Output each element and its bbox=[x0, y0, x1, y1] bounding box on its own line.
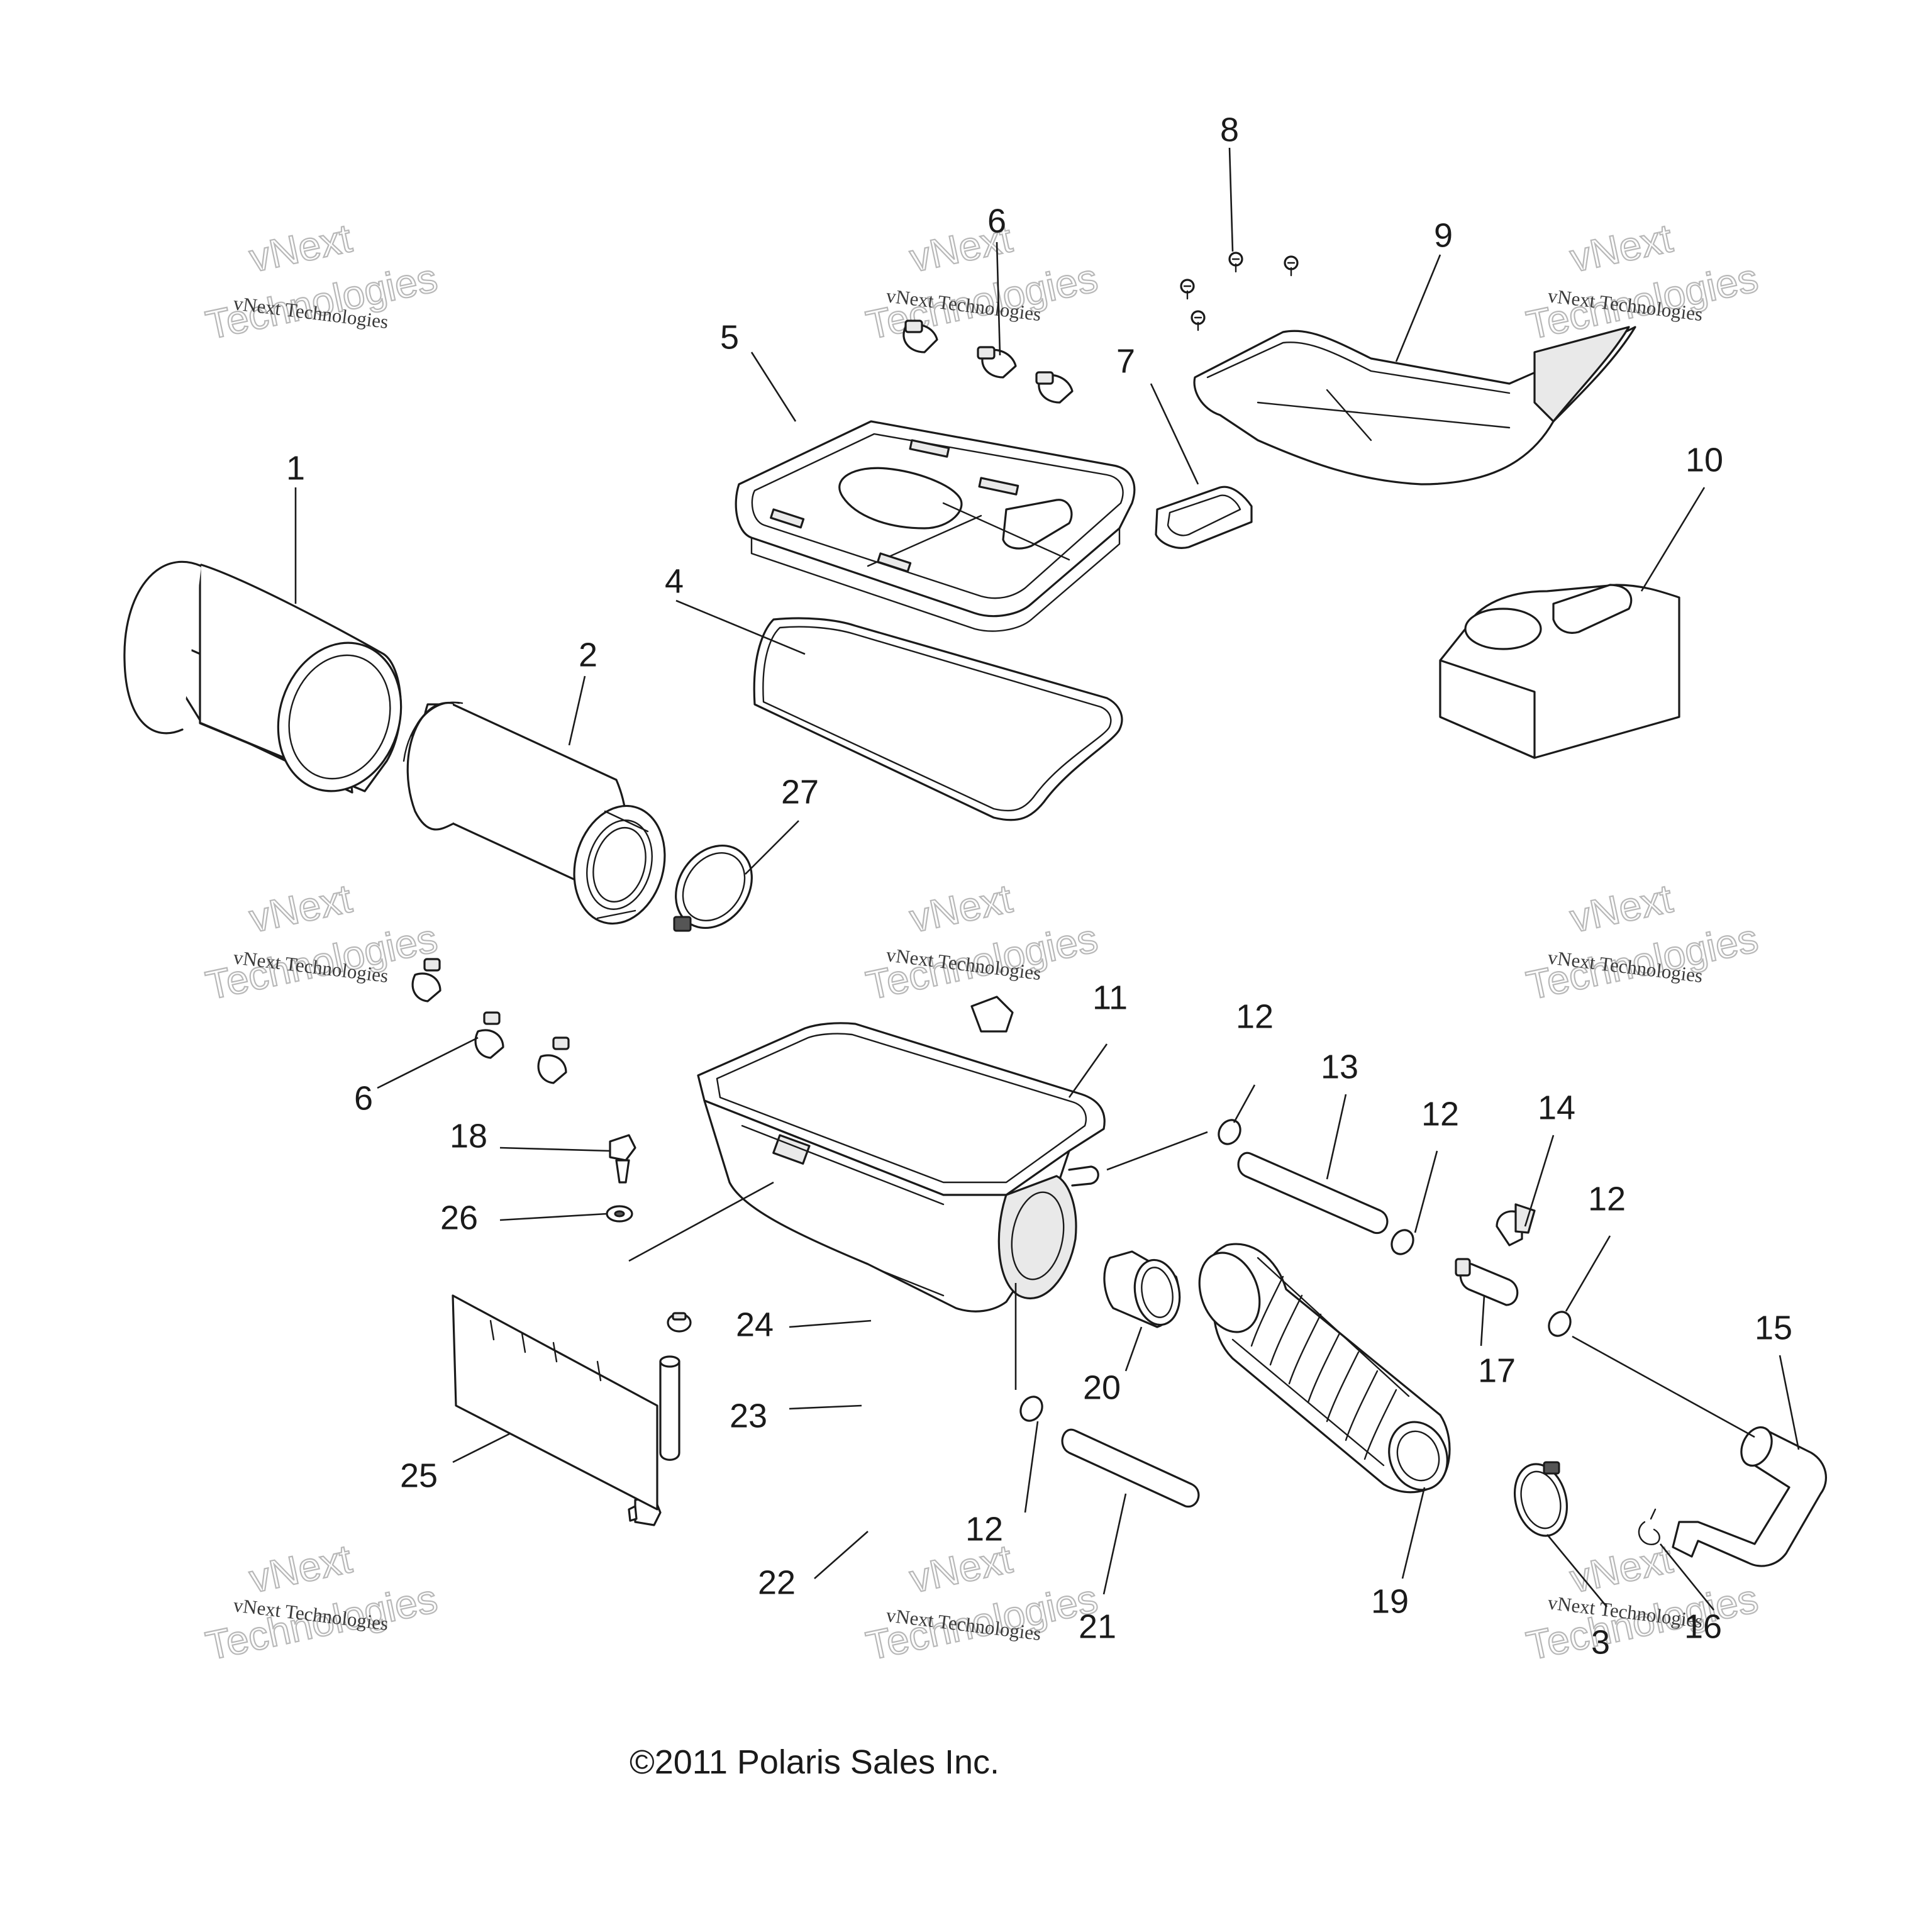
callout-9: 9 bbox=[1434, 216, 1453, 254]
part-6-clips-upper bbox=[902, 319, 1074, 404]
watermark: vNext Technologies bbox=[201, 1535, 442, 1669]
part-25-heat-shield bbox=[452, 1294, 658, 1511]
callout-24: 24 bbox=[736, 1306, 774, 1343]
watermark: vNext Technologies bbox=[201, 875, 442, 1009]
part-16-spring-clip bbox=[1638, 1508, 1660, 1545]
watermark-line1: vNext bbox=[1566, 875, 1676, 941]
part-13-tube bbox=[1237, 1152, 1389, 1235]
part-1-prefilter-sleeve bbox=[123, 560, 402, 794]
callout-19: 19 bbox=[1371, 1582, 1409, 1620]
callout-2: 2 bbox=[579, 636, 597, 674]
callout-12-d: 12 bbox=[965, 1510, 1003, 1548]
part-20-coupler bbox=[1103, 1250, 1181, 1328]
part-11-airbox bbox=[697, 996, 1106, 1313]
part-3-large-clamp bbox=[1513, 1461, 1568, 1537]
watermark-line1: vNext bbox=[245, 875, 355, 941]
part-10-foam-block bbox=[1439, 584, 1680, 759]
callout-10: 10 bbox=[1685, 441, 1723, 479]
watermark-line1: vNext bbox=[906, 875, 1016, 941]
watermark: vNext Technologies bbox=[1522, 875, 1763, 1009]
callout-7: 7 bbox=[1116, 342, 1135, 380]
watermark: vNext Technologies bbox=[201, 214, 442, 348]
callout-23: 23 bbox=[730, 1397, 767, 1435]
part-17-valve bbox=[1455, 1258, 1519, 1306]
part-9-intake-duct bbox=[1193, 326, 1636, 486]
watermark-line1: vNext bbox=[245, 1536, 355, 1601]
watermark: vNext Technologies bbox=[1522, 214, 1763, 348]
part-8-screws bbox=[1180, 252, 1299, 331]
callout-8: 8 bbox=[1220, 111, 1239, 148]
part-21-tube bbox=[1061, 1428, 1200, 1508]
part-12-clamps bbox=[1019, 1119, 1572, 1422]
callout-22: 22 bbox=[758, 1563, 796, 1601]
part-6-clips-lower bbox=[411, 958, 570, 1084]
callout-4: 4 bbox=[665, 562, 684, 600]
watermark-line1: vNext bbox=[245, 215, 355, 280]
callout-5: 5 bbox=[720, 318, 739, 356]
callout-20: 20 bbox=[1083, 1368, 1121, 1406]
part-5-airbox-cover bbox=[735, 420, 1136, 632]
callout-27: 27 bbox=[781, 773, 819, 811]
callout-17: 17 bbox=[1478, 1352, 1516, 1389]
part-27-hose-clamp bbox=[673, 844, 753, 932]
callout-25: 25 bbox=[400, 1457, 438, 1494]
part-7-plate bbox=[1155, 486, 1253, 549]
part-4-gasket bbox=[753, 617, 1123, 821]
watermark-line1: vNext bbox=[1566, 215, 1676, 280]
part-18-bolt bbox=[609, 1134, 636, 1184]
callout-12-c: 12 bbox=[1588, 1180, 1626, 1218]
callout-21: 21 bbox=[1079, 1607, 1116, 1645]
part-26-washer bbox=[606, 1205, 633, 1223]
part-23-tube bbox=[659, 1355, 680, 1461]
watermark-line1: vNext bbox=[1566, 1536, 1676, 1601]
callout-26: 26 bbox=[440, 1199, 478, 1236]
callout-11: 11 bbox=[1092, 979, 1128, 1016]
callout-1: 1 bbox=[286, 449, 305, 487]
callout-15: 15 bbox=[1755, 1309, 1792, 1346]
watermark: vNext Technologies bbox=[862, 214, 1102, 348]
copyright-notice: ©2011 Polaris Sales Inc. bbox=[630, 1743, 999, 1781]
part-15-breather-hose bbox=[1672, 1426, 1827, 1567]
leader-lines bbox=[294, 147, 1800, 1611]
part-24-clamp bbox=[667, 1312, 692, 1333]
part-19-intake-boot bbox=[1198, 1243, 1451, 1494]
part-2-air-filter bbox=[402, 701, 666, 925]
callout-12-a: 12 bbox=[1236, 997, 1274, 1035]
callout-16: 16 bbox=[1684, 1607, 1722, 1645]
callout-labels: 1 2 3 4 5 6 6 7 8 9 10 11 12 12 12 12 12… bbox=[286, 111, 1792, 1661]
callout-12-b: 12 bbox=[1421, 1095, 1459, 1133]
callout-6-upper: 6 bbox=[987, 202, 1006, 240]
callout-14: 14 bbox=[1538, 1089, 1575, 1126]
callout-18: 18 bbox=[450, 1117, 487, 1155]
callout-13: 13 bbox=[1321, 1048, 1358, 1085]
callout-6-lower: 6 bbox=[354, 1079, 373, 1117]
part-14-clip bbox=[1496, 1203, 1536, 1246]
callout-3: 3 bbox=[1591, 1623, 1610, 1661]
watermark: vNext Technologies bbox=[862, 875, 1102, 1009]
